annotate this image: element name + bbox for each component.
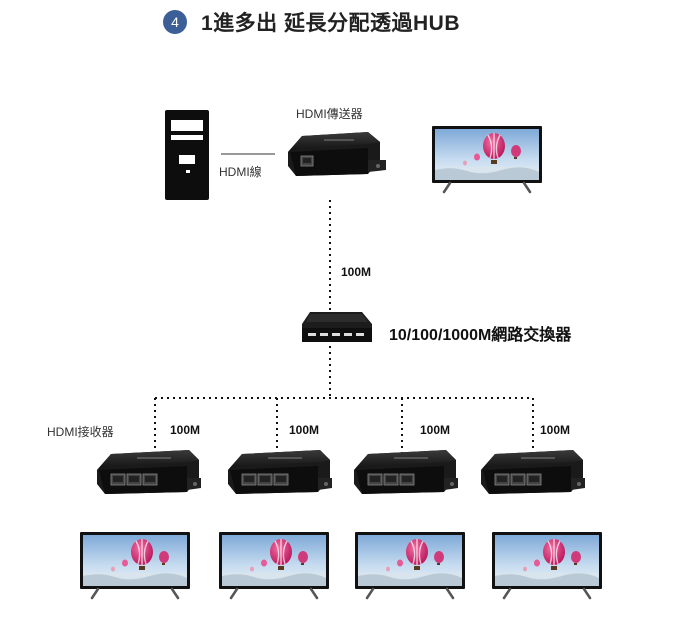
receiver-label: HDMI接收器 — [47, 425, 114, 439]
receiver-device-icon — [353, 449, 459, 495]
title-text: 1進多出 延長分配透過HUB — [201, 12, 461, 35]
diagram-title: 4 1進多出 延長分配透過HUB — [163, 8, 460, 36]
network-switch-icon — [302, 312, 372, 342]
receiver-device-icon — [227, 449, 333, 495]
display-tv-icon — [490, 530, 604, 600]
display-tv-icon — [78, 530, 192, 600]
step-number-badge: 4 — [163, 10, 187, 34]
link-speed-label: 100M — [420, 423, 451, 437]
receiver-device-icon — [96, 449, 202, 495]
source-tv-icon — [430, 124, 544, 194]
distribution-cables — [154, 346, 534, 455]
transmitter-label: HDMI傳送器 — [296, 107, 363, 121]
receiver-device-icon — [480, 449, 586, 495]
link-speed-label: 100M — [170, 423, 201, 437]
uplink-speed-label: 100M — [341, 265, 372, 279]
hdmi-cable-label: HDMI線 — [219, 165, 262, 179]
display-tv-icon — [353, 530, 467, 600]
display-tv-icon — [217, 530, 331, 600]
link-speed-label: 100M — [289, 423, 320, 437]
link-speed-label: 100M — [540, 423, 571, 437]
computer-icon — [165, 110, 209, 200]
transmitter-device-icon — [288, 132, 386, 176]
switch-label: 10/100/1000M網路交換器 — [389, 327, 572, 344]
